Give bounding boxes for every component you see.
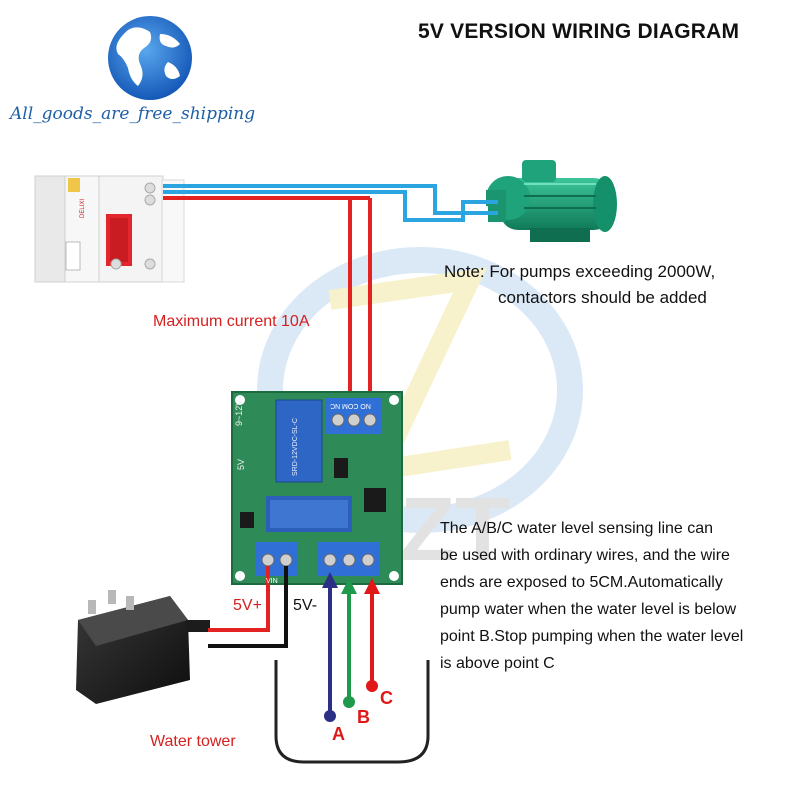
point-b-label: B [357,707,370,727]
power-minus-label: 5V- [293,597,318,614]
sensing-description: The A/B/C water level sensing line can b… [440,515,780,677]
probe-wiring [328,580,374,714]
description-line: is above point C [440,655,555,672]
water-pump [486,160,617,242]
relay-terminal-labels: NO COM NC [330,402,371,409]
description-line: be used with ordinary wires, and the wir… [440,547,730,564]
max-current-label: Maximum current 10A [153,313,310,330]
water-tower-label: Water tower [150,733,236,750]
relay-model: SRD-12VDC-SL-C [292,418,299,476]
vin-label: VIN [266,578,278,585]
circuit-breaker [34,175,185,283]
mains-wiring [163,184,498,400]
point-a-label: A [332,724,345,744]
description-line: The A/B/C water level sensing line can [440,520,714,537]
description-line: pump water when the water level is below [440,601,737,618]
brand-slogan: All_goods_are_free_shipping [10,104,256,124]
note-line-2: contactors should be added [498,288,707,307]
watermark-logo: ZT [257,247,583,580]
svg-text:ZT: ZT [400,480,510,580]
power-plus-label: 5V+ [233,597,262,614]
relay-board [231,391,403,585]
description-line: point B.Stop pumping when the water leve… [440,628,744,645]
water-tower [274,660,430,764]
point-c-label: C [380,688,393,708]
board-voltage-mid: 5V [236,458,246,470]
breaker-brand: DELIXI [80,198,86,218]
description-line: ends are exposed to 5CM.Automatically [440,574,723,591]
power-wiring [208,566,288,648]
probe-arrows [322,572,380,722]
diagram-title: 5V VERSION WIRING DIAGRAM [418,20,740,43]
note-line-1: Note: For pumps exceeding 2000W, [444,262,716,281]
board-voltage-top: 9~12V [234,399,244,426]
power-adapter [76,590,210,704]
globe-icon [108,16,192,100]
